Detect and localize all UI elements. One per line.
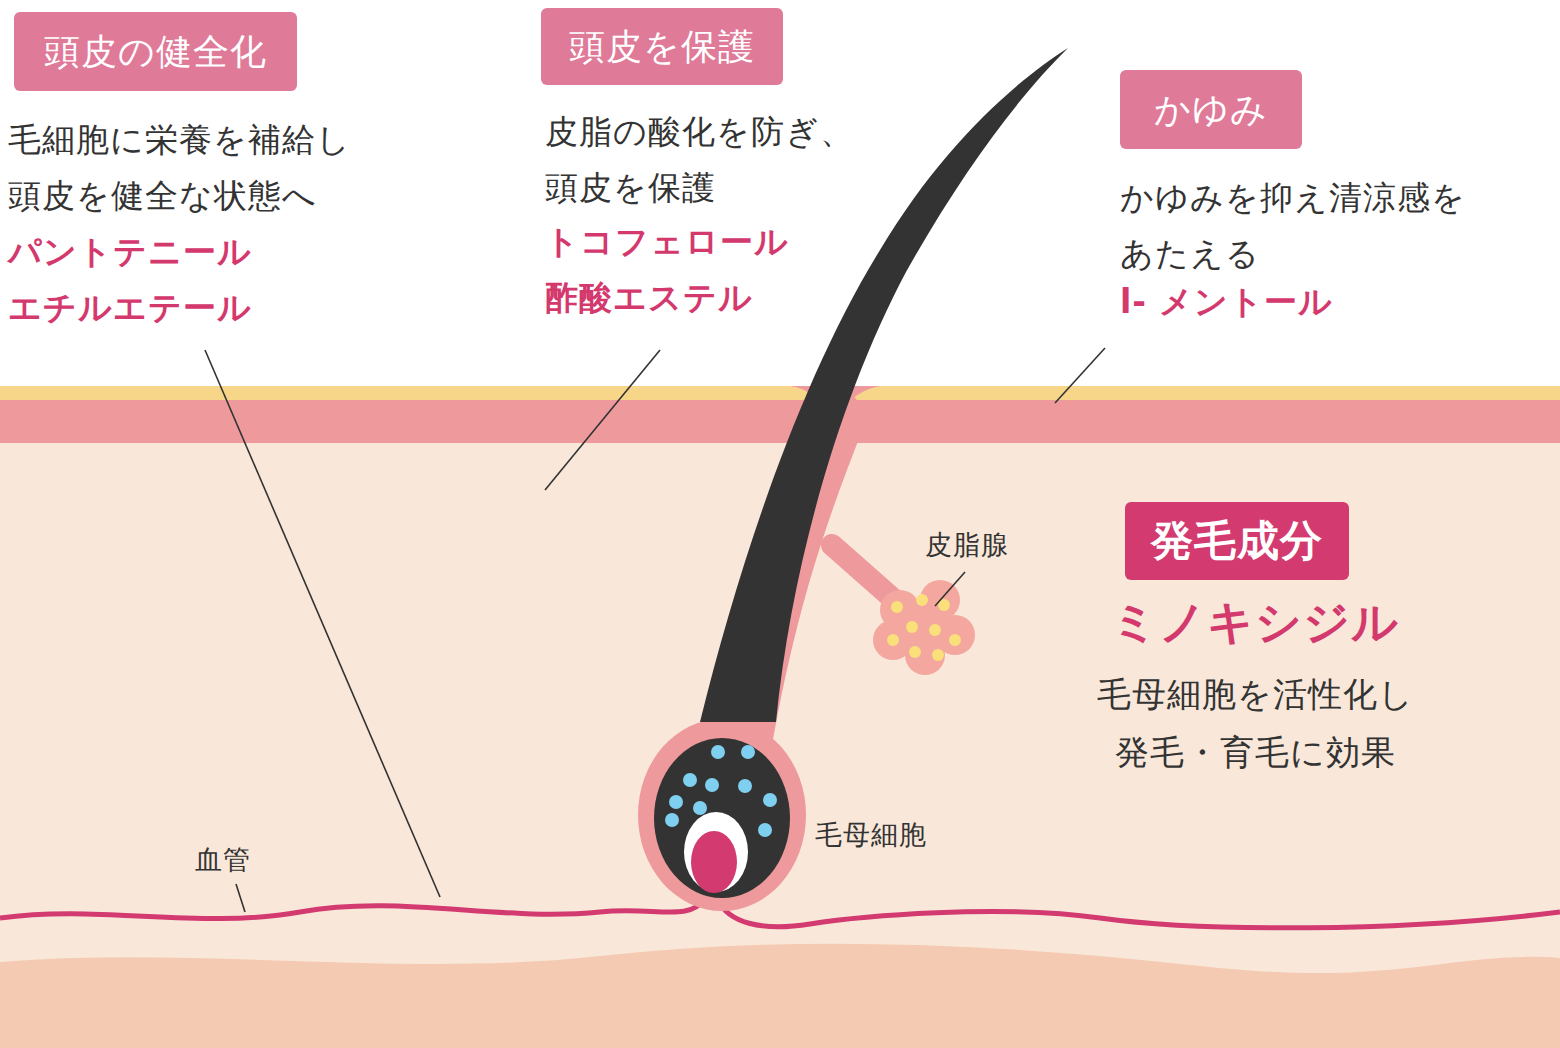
part-label: 皮脂腺 [925,528,1009,562]
subcutis [0,944,1560,1048]
annotation-text: 毛母細胞を活性化し 発毛・育毛に効果 [1097,665,1414,781]
annotation-text: 毛細胞に栄養を補給し 頭皮を健全な状態へ [8,112,351,224]
tag-box: 頭皮を保護 [541,8,783,85]
epidermis [0,400,1560,443]
stratum-corneum [0,386,1560,402]
hair-bulb [654,738,790,898]
annotation-text: l- メントール [1120,280,1334,324]
tag-heading: 発毛成分 [1151,516,1323,566]
annotation-text: かゆみを抑え清涼感を あたえる [1120,170,1466,282]
tag-box: 頭皮の健全化 [14,12,297,91]
leader-lines [205,348,1105,912]
annotation-text: トコフェロール 酢酸エステル [545,214,789,326]
tag-box: かゆみ [1120,70,1302,149]
annotation-text: パントテニール エチルエテール [8,224,252,336]
tag-box: 発毛成分 [1125,502,1349,580]
matrix-cells [665,745,777,837]
sebaceous-gland [873,580,975,675]
blood-vessel [0,894,1560,928]
part-label: 毛母細胞 [815,818,927,852]
tag-heading: 頭皮の健全化 [44,30,267,73]
follicle-bulb-sheath [638,719,806,911]
tag-heading: 頭皮を保護 [569,25,755,68]
annotation-text: ミノキシジル [1111,592,1399,652]
tag-heading: かゆみ [1154,88,1268,131]
part-label: 血管 [195,843,251,877]
dermal-papilla [691,831,737,893]
annotation-text: 皮脂の酸化を防ぎ、 頭皮を保護 [545,104,854,216]
papilla-ring [684,812,748,892]
